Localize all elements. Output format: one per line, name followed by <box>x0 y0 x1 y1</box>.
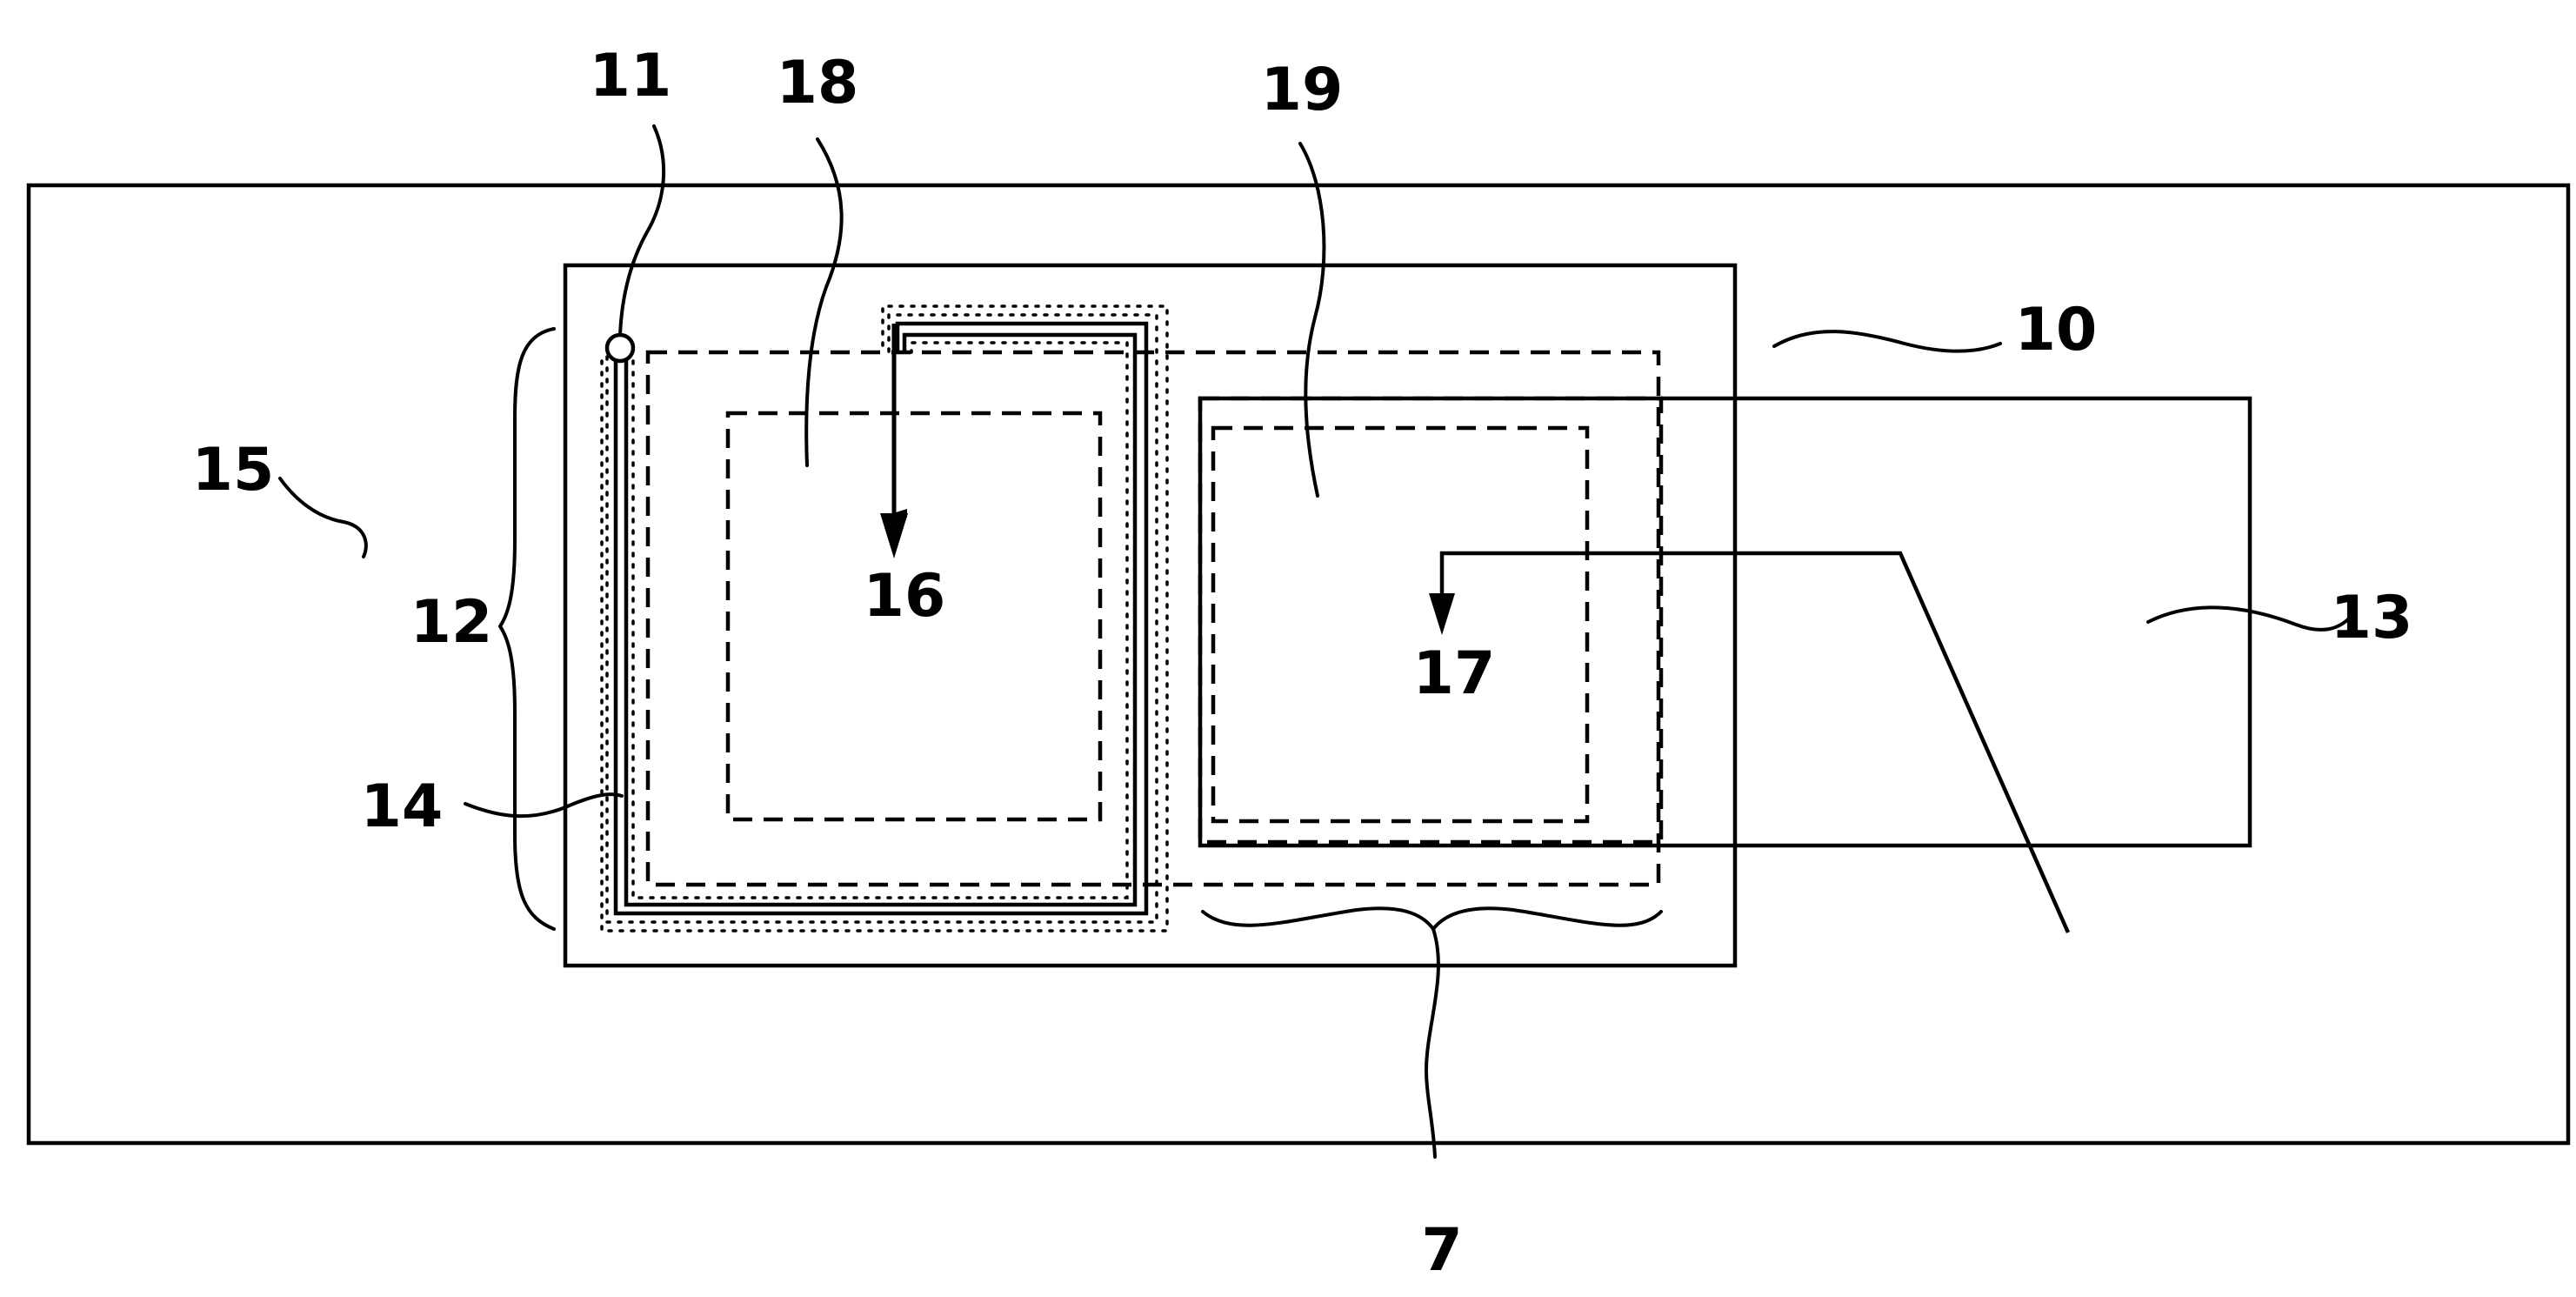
label-15: 15 <box>192 436 275 505</box>
leader-15 <box>280 478 366 557</box>
label-12: 12 <box>410 588 493 657</box>
label-10: 10 <box>2015 296 2098 364</box>
leader-10 <box>1774 331 2000 351</box>
leader-11 <box>620 126 664 335</box>
brace-7 <box>1203 908 1661 929</box>
region-19-frame <box>1200 398 1661 842</box>
label-7: 7 <box>1421 1216 1462 1285</box>
label-11: 11 <box>590 42 672 110</box>
arrowhead-17 <box>1429 593 1455 635</box>
arrow-17-line <box>1442 553 2068 933</box>
label-14: 14 <box>361 772 444 841</box>
leader-19 <box>1300 144 1324 496</box>
leader-14 <box>465 794 622 816</box>
brace-12 <box>500 329 554 929</box>
card-panel <box>565 265 1735 966</box>
outer-substrate <box>29 185 2568 1143</box>
label-17: 17 <box>1413 639 1496 708</box>
label-19: 19 <box>1261 56 1344 124</box>
label-18: 18 <box>777 49 859 117</box>
leader-7 <box>1426 929 1438 1157</box>
label-16: 16 <box>864 562 946 631</box>
strip-13 <box>1200 398 2250 846</box>
arrowhead-16 <box>880 513 908 558</box>
terminal-11-circle <box>607 335 633 361</box>
leader-18 <box>806 139 841 465</box>
region-19-boundary <box>1213 428 1587 821</box>
label-13: 13 <box>2331 584 2413 652</box>
coil-region-outer <box>648 352 1658 885</box>
